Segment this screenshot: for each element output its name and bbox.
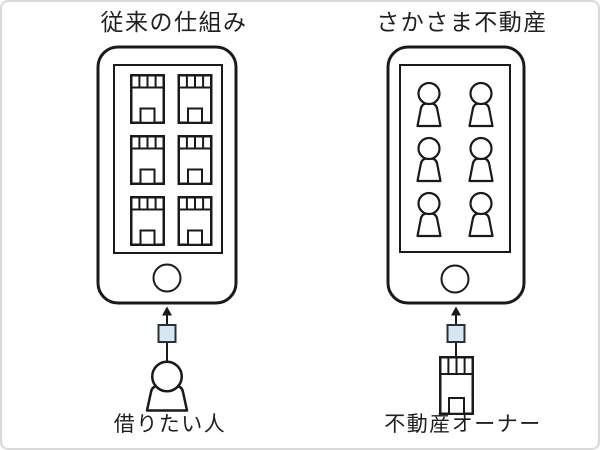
right-panel-title: さかさま不動産 bbox=[376, 9, 548, 35]
left-smartphone-icon bbox=[96, 45, 238, 305]
building-icon bbox=[130, 74, 165, 124]
building-icon bbox=[177, 196, 213, 246]
building-icon bbox=[177, 74, 213, 124]
right-actor-label: 不動産オーナー bbox=[384, 413, 542, 436]
right-phone-screen bbox=[399, 64, 511, 253]
right-actor-building-icon bbox=[439, 356, 474, 415]
right-smartphone-icon bbox=[386, 45, 526, 305]
left-connector-square bbox=[157, 324, 177, 343]
building-icon bbox=[177, 135, 213, 185]
right-connector-square bbox=[446, 324, 466, 343]
left-actor-label: 借りたい人 bbox=[113, 413, 227, 436]
left-actor-person-icon bbox=[145, 360, 189, 412]
left-home-button-icon bbox=[152, 263, 182, 293]
building-icon bbox=[130, 135, 165, 185]
building-icon bbox=[130, 196, 165, 246]
right-panel-graphics bbox=[386, 45, 526, 415]
left-panel-graphics bbox=[96, 45, 238, 412]
left-panel-title: 従来の仕組み bbox=[100, 9, 248, 35]
right-home-button-icon bbox=[440, 264, 470, 294]
